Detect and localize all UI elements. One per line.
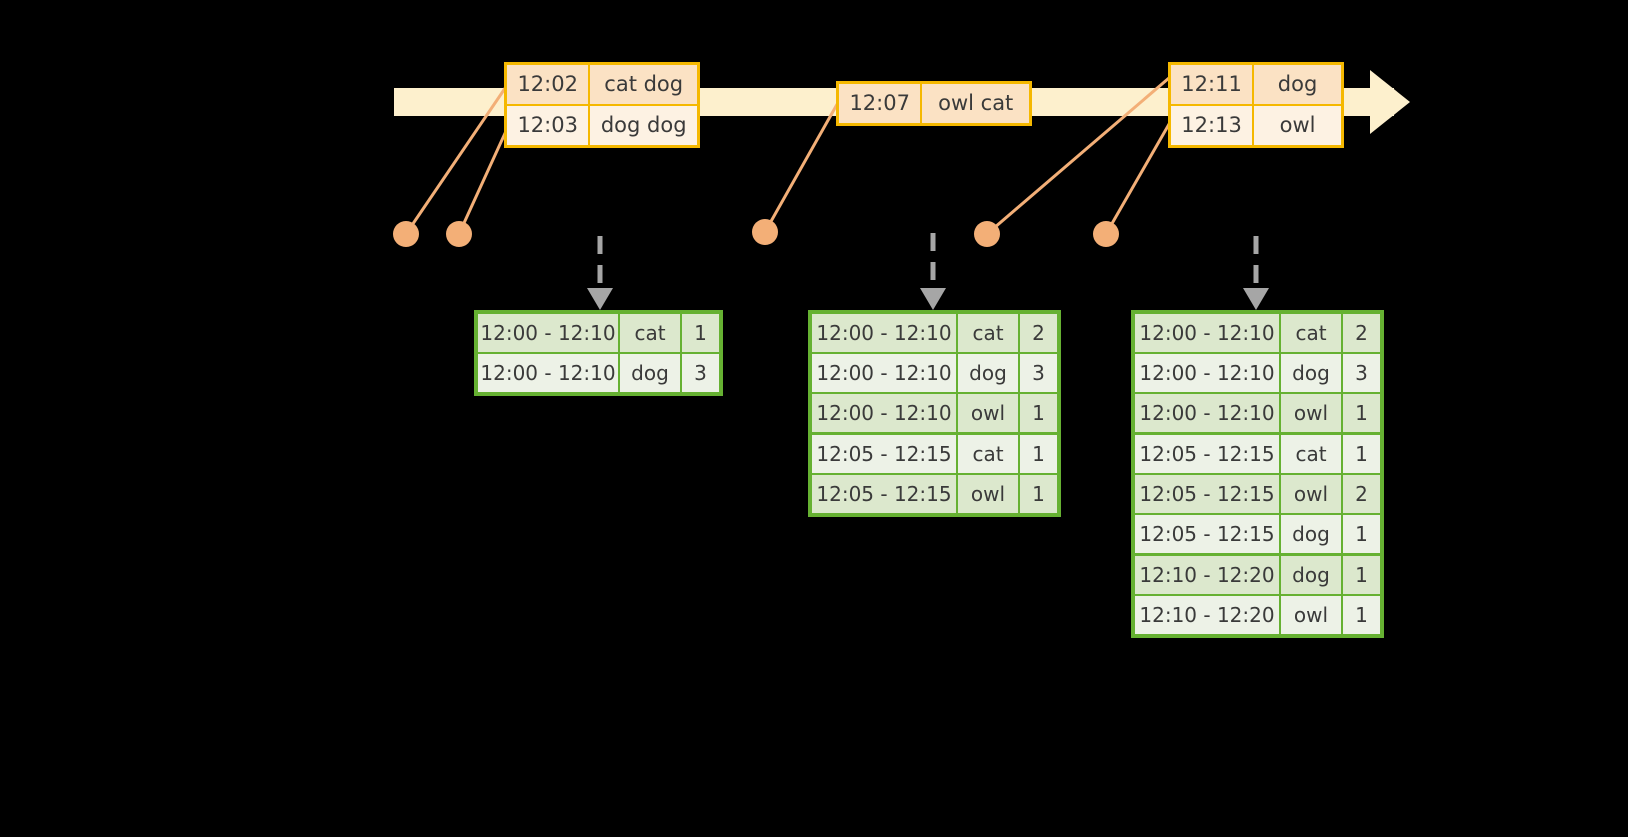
event-row: 12:02 cat dog	[507, 65, 697, 104]
cell-count: 2	[1343, 314, 1380, 352]
event-words: owl	[1254, 106, 1341, 145]
event-time: 12:02	[507, 65, 591, 104]
table-row: 12:05 - 12:15 cat 1	[1135, 435, 1380, 473]
cell-word: owl	[1281, 475, 1343, 513]
cell-window: 12:05 - 12:15	[1135, 435, 1281, 473]
result-group: 12:00 - 12:10 cat 1 12:00 - 12:10 dog 3	[478, 314, 719, 392]
cell-window: 12:05 - 12:15	[812, 435, 958, 473]
cell-word: dog	[1281, 556, 1343, 594]
cell-word: owl	[958, 475, 1020, 513]
cell-window: 12:05 - 12:15	[1135, 515, 1281, 553]
dashed-arrowheads	[587, 288, 1269, 310]
cell-window: 12:00 - 12:10	[478, 314, 620, 352]
cell-window: 12:05 - 12:15	[812, 475, 958, 513]
cell-word: cat	[1281, 435, 1343, 473]
event-time: 12:07	[839, 84, 923, 123]
cell-word: cat	[958, 435, 1020, 473]
cell-word: dog	[1281, 515, 1343, 553]
event-row: 12:07 owl cat	[839, 84, 1029, 123]
result-group: 12:00 - 12:10 cat 2 12:00 - 12:10 dog 3 …	[812, 314, 1057, 432]
dashed-arrows	[597, 233, 1259, 288]
cell-window: 12:00 - 12:10	[1135, 354, 1281, 392]
cell-count: 3	[682, 354, 719, 392]
cell-window: 12:00 - 12:10	[1135, 314, 1281, 352]
connector-lines	[404, 70, 1178, 236]
cell-window: 12:10 - 12:20	[1135, 556, 1281, 594]
event-box-1: 12:02 cat dog 12:03 dog dog	[504, 62, 700, 148]
table-row: 12:00 - 12:10 owl 1	[1135, 392, 1380, 432]
cell-word: dog	[620, 354, 682, 392]
event-box-2: 12:07 owl cat	[836, 81, 1032, 126]
cell-count: 1	[1343, 596, 1380, 634]
cell-count: 2	[1343, 475, 1380, 513]
table-row: 12:00 - 12:10 cat 1	[478, 314, 719, 352]
event-words: dog dog	[590, 106, 697, 145]
cell-word: owl	[1281, 596, 1343, 634]
cell-word: dog	[1281, 354, 1343, 392]
table-row: 12:00 - 12:10 cat 2	[1135, 314, 1380, 352]
connector-dot-3	[752, 219, 778, 245]
event-row: 12:03 dog dog	[507, 104, 697, 145]
event-words: cat dog	[590, 65, 697, 104]
result-table-1: 12:00 - 12:10 cat 1 12:00 - 12:10 dog 3	[474, 310, 723, 396]
table-row: 12:05 - 12:15 dog 1	[1135, 513, 1380, 553]
table-row: 12:10 - 12:20 dog 1	[1135, 556, 1380, 594]
cell-count: 3	[1020, 354, 1057, 392]
cell-window: 12:00 - 12:10	[812, 354, 958, 392]
table-row: 12:05 - 12:15 owl 2	[1135, 473, 1380, 513]
cell-word: dog	[958, 354, 1020, 392]
cell-count: 1	[1343, 394, 1380, 432]
table-row: 12:00 - 12:10 dog 3	[1135, 352, 1380, 392]
cell-window: 12:00 - 12:10	[812, 314, 958, 352]
connector-dot-1	[393, 221, 419, 247]
event-box-3: 12:11 dog 12:13 owl	[1168, 62, 1344, 148]
event-row: 12:11 dog	[1171, 65, 1341, 104]
result-group: 12:10 - 12:20 dog 1 12:10 - 12:20 owl 1	[1135, 553, 1380, 634]
event-time: 12:13	[1171, 106, 1255, 145]
cell-count: 1	[1343, 556, 1380, 594]
event-row: 12:13 owl	[1171, 104, 1341, 145]
table-row: 12:00 - 12:10 dog 3	[478, 352, 719, 392]
cell-word: cat	[958, 314, 1020, 352]
table-row: 12:00 - 12:10 cat 2	[812, 314, 1057, 352]
cell-window: 12:10 - 12:20	[1135, 596, 1281, 634]
cell-count: 1	[1343, 515, 1380, 553]
cell-window: 12:05 - 12:15	[1135, 475, 1281, 513]
result-table-2: 12:00 - 12:10 cat 2 12:00 - 12:10 dog 3 …	[808, 310, 1061, 517]
cell-count: 1	[682, 314, 719, 352]
cell-count: 3	[1343, 354, 1380, 392]
cell-word: owl	[1281, 394, 1343, 432]
cell-count: 1	[1020, 475, 1057, 513]
connector-dots	[393, 219, 1119, 247]
table-row: 12:10 - 12:20 owl 1	[1135, 594, 1380, 634]
connector-dot-5	[1093, 221, 1119, 247]
table-row: 12:05 - 12:15 cat 1	[812, 435, 1057, 473]
cell-count: 1	[1020, 394, 1057, 432]
cell-word: cat	[620, 314, 682, 352]
cell-window: 12:00 - 12:10	[812, 394, 958, 432]
event-time: 12:03	[507, 106, 591, 145]
timeline-arrowhead	[1370, 70, 1410, 134]
connector-dot-4	[974, 221, 1000, 247]
result-group: 12:00 - 12:10 cat 2 12:00 - 12:10 dog 3 …	[1135, 314, 1380, 432]
table-row: 12:00 - 12:10 owl 1	[812, 392, 1057, 432]
event-time: 12:11	[1171, 65, 1255, 104]
cell-word: cat	[1281, 314, 1343, 352]
result-group: 12:05 - 12:15 cat 1 12:05 - 12:15 owl 2 …	[1135, 432, 1380, 553]
event-words: dog	[1254, 65, 1341, 104]
result-group: 12:05 - 12:15 cat 1 12:05 - 12:15 owl 1	[812, 432, 1057, 513]
table-row: 12:00 - 12:10 dog 3	[812, 352, 1057, 392]
cell-window: 12:00 - 12:10	[478, 354, 620, 392]
event-words: owl cat	[922, 84, 1029, 123]
cell-count: 2	[1020, 314, 1057, 352]
cell-window: 12:00 - 12:10	[1135, 394, 1281, 432]
result-table-3: 12:00 - 12:10 cat 2 12:00 - 12:10 dog 3 …	[1131, 310, 1384, 638]
cell-word: owl	[958, 394, 1020, 432]
table-row: 12:05 - 12:15 owl 1	[812, 473, 1057, 513]
connector-dot-2	[446, 221, 472, 247]
cell-count: 1	[1343, 435, 1380, 473]
cell-count: 1	[1020, 435, 1057, 473]
